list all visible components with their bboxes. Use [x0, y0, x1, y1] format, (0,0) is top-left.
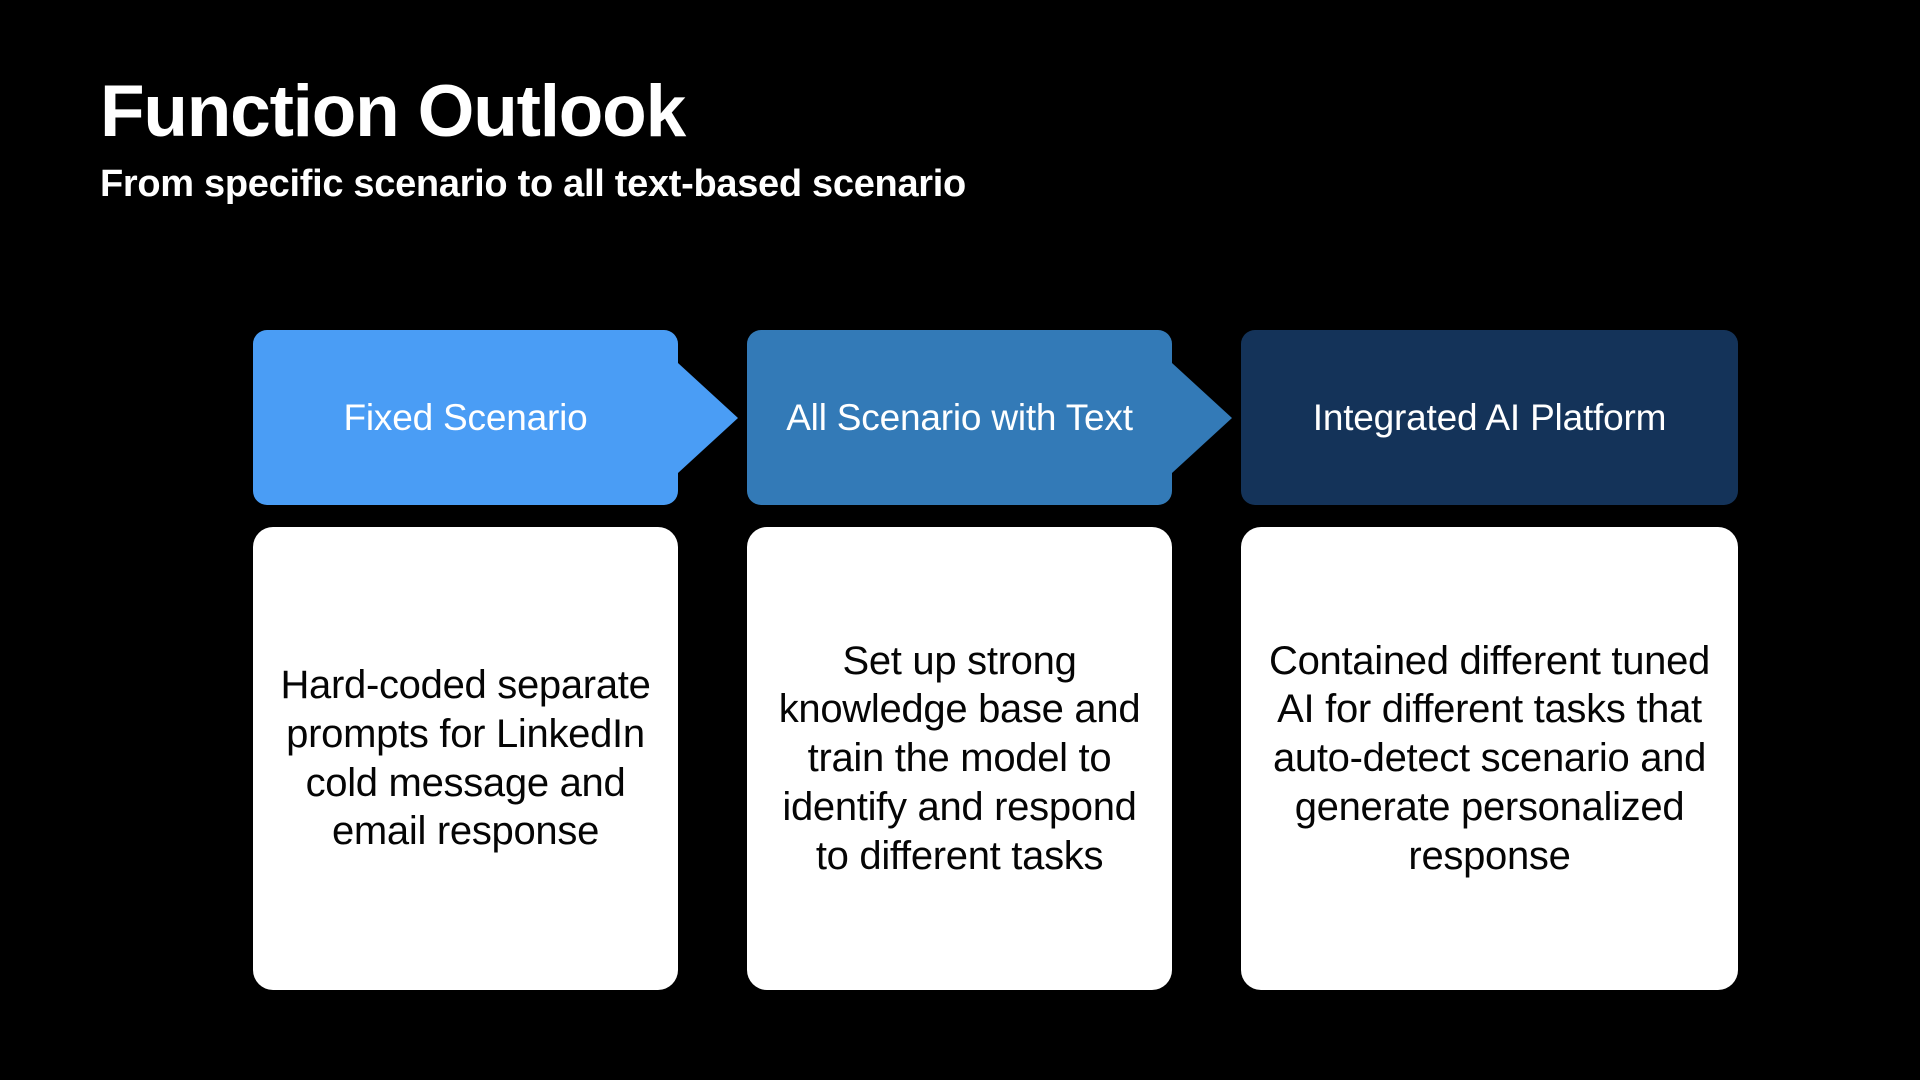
stage-card-all-scenario-with-text: Set up strong knowledge base and train t…	[747, 527, 1172, 990]
stage-card-text: Hard-coded separate prompts for LinkedIn…	[280, 662, 651, 854]
stage-card-fixed-scenario: Hard-coded separate prompts for LinkedIn…	[253, 527, 678, 990]
stage-header-label: Integrated AI Platform	[1312, 396, 1667, 438]
process-flow-diagram: Fixed Scenario Hard-coded separate promp…	[253, 330, 1738, 990]
heading-block: Function Outlook From specific scenario …	[100, 71, 1600, 206]
stage-header-label: Fixed Scenario	[343, 396, 588, 438]
stage-card-text: Set up strong knowledge base and train t…	[778, 638, 1141, 878]
flow-stage-all-scenario-with-text: All Scenario with Text Set up strong kno…	[747, 330, 1232, 990]
flow-stage-fixed-scenario: Fixed Scenario Hard-coded separate promp…	[253, 330, 738, 990]
flow-stage-integrated-ai-platform: Integrated AI Platform Contained differe…	[1241, 330, 1738, 990]
stage-card-integrated-ai-platform: Contained different tuned AI for differe…	[1241, 527, 1738, 990]
stage-header-fixed-scenario[interactable]: Fixed Scenario	[253, 330, 738, 505]
stage-header-all-scenario-with-text[interactable]: All Scenario with Text	[747, 330, 1232, 505]
right-arrow-icon	[1172, 362, 1232, 473]
stage-header-label: All Scenario with Text	[786, 396, 1133, 438]
right-arrow-icon	[678, 362, 738, 473]
stage-header-integrated-ai-platform[interactable]: Integrated AI Platform	[1241, 330, 1738, 505]
stage-card-text: Contained different tuned AI for differe…	[1269, 638, 1710, 878]
page-subtitle: From specific scenario to all text-based…	[100, 162, 966, 205]
page-title: Function Outlook	[100, 71, 686, 152]
